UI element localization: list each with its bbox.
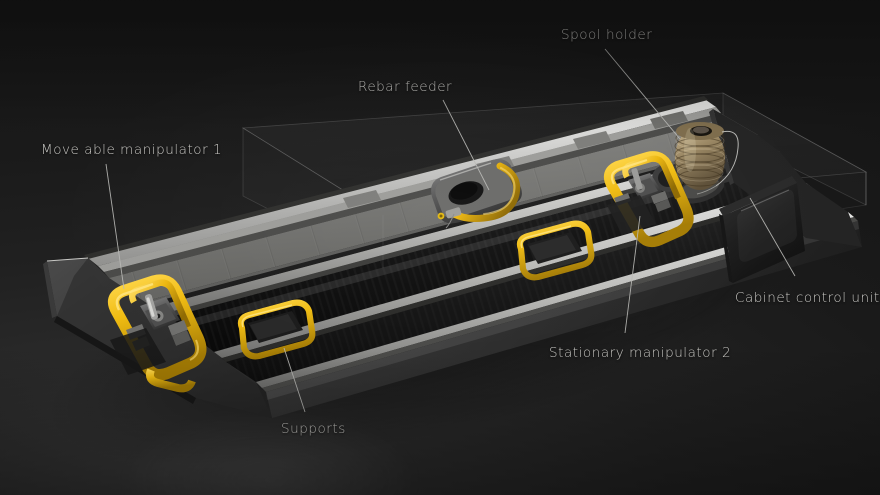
vignette-overlay: [0, 0, 880, 495]
render-canvas: Move able manipulator 1 Rebar feeder Spo…: [0, 0, 880, 495]
